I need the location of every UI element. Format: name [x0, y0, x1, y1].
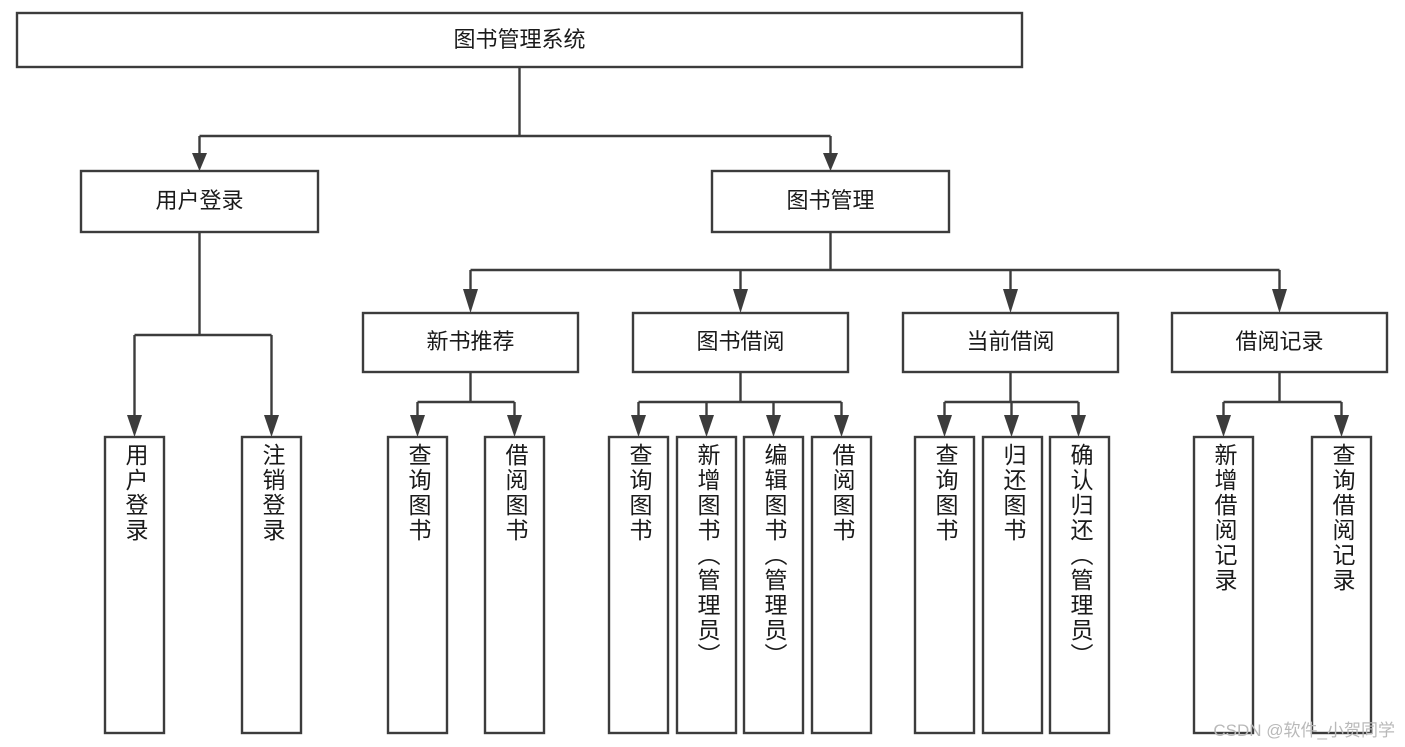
- node-book-borrow-box[interactable]: [631, 311, 850, 374]
- node-book-management-label: 图书管理: [786, 188, 874, 213]
- leaf-query-book-1-box[interactable]: [386, 435, 449, 735]
- node-current-borrow-label: 当前借阅: [966, 329, 1054, 354]
- node-root-box[interactable]: [15, 11, 1024, 69]
- leaf-add-borrow-record-label: 新增借阅记录: [1211, 443, 1237, 593]
- leaf-borrow-book-2-label: 借阅图书: [829, 443, 855, 543]
- leaf-query-book-3-box[interactable]: [913, 435, 976, 735]
- leaf-logout[interactable]: 注销登录: [240, 435, 303, 735]
- leaf-borrow-book-1-box[interactable]: [483, 435, 546, 735]
- leaf-user-login-label: 用户登录: [122, 443, 148, 543]
- node-book-borrow-label: 图书借阅: [696, 329, 784, 354]
- leaf-query-book-3-label: 查询图书: [932, 443, 958, 543]
- node-new-book-recommend-label: 新书推荐: [426, 329, 514, 354]
- leaf-edit-book-label-wrap: 编辑图书（管理员）: [761, 443, 787, 668]
- arrow-to-book-mgmt: [823, 153, 838, 171]
- leaf-edit-book[interactable]: 编辑图书（管理员）: [742, 435, 805, 735]
- node-borrow-record-label: 借阅记录: [1235, 329, 1323, 354]
- leaf-logout-label-wrap: 注销登录: [259, 443, 285, 543]
- node-user-login-box[interactable]: [79, 169, 320, 234]
- arrow-leaf-user-login: [127, 415, 142, 437]
- leaf-query-book-1-label: 查询图书: [405, 443, 431, 543]
- arrow-leaf-query-book-2: [631, 415, 646, 437]
- leaf-return-book-label-wrap: 归还图书: [1000, 443, 1026, 543]
- leaf-borrow-book-2-label-wrap: 借阅图书: [829, 443, 855, 543]
- arrow-leaf-add-record: [1216, 415, 1231, 437]
- leaf-add-book-label: 新增图书（管理员）: [694, 443, 720, 668]
- leaf-query-book-1-label-wrap: 查询图书: [405, 443, 431, 543]
- arrow-to-book-borrow: [733, 289, 748, 313]
- leaf-query-book-3[interactable]: 查询图书: [913, 435, 976, 735]
- leaf-query-borrow-record-box[interactable]: [1310, 435, 1373, 735]
- leaf-query-book-2-label: 查询图书: [626, 443, 652, 543]
- leaf-query-book-2[interactable]: 查询图书: [607, 435, 670, 735]
- leaf-add-book-label-wrap: 新增图书（管理员）: [694, 443, 720, 668]
- leaf-borrow-book-2-box[interactable]: [810, 435, 873, 735]
- leaf-confirm-return[interactable]: 确认归还（管理员）: [1048, 435, 1111, 735]
- arrow-leaf-return-book: [1004, 415, 1019, 437]
- leaf-user-login-label-wrap: 用户登录: [122, 443, 148, 543]
- leaf-logout-label: 注销登录: [259, 443, 285, 543]
- arrow-leaf-add-book: [699, 415, 714, 437]
- leaf-query-borrow-record-label-wrap: 查询借阅记录: [1329, 443, 1355, 593]
- leaf-logout-box[interactable]: [240, 435, 303, 735]
- arrow-to-current-borrow: [1003, 289, 1018, 313]
- arrow-leaf-query-book-1: [410, 415, 425, 437]
- connectors-layer: [127, 67, 1349, 437]
- node-new-book-recommend-box[interactable]: [361, 311, 580, 374]
- leaf-add-borrow-record-box[interactable]: [1192, 435, 1255, 735]
- leaf-confirm-return-label-wrap: 确认归还（管理员）: [1067, 443, 1093, 668]
- leaf-query-borrow-record-label: 查询借阅记录: [1329, 443, 1355, 593]
- leaf-query-book-3-label-wrap: 查询图书: [932, 443, 958, 543]
- leaf-return-book-box[interactable]: [981, 435, 1044, 735]
- leaf-return-book[interactable]: 归还图书: [981, 435, 1044, 735]
- leaf-confirm-return-label: 确认归还（管理员）: [1067, 443, 1093, 668]
- node-new-book-recommend[interactable]: 新书推荐: [361, 311, 580, 374]
- arrow-leaf-logout: [264, 415, 279, 437]
- leaf-add-borrow-record[interactable]: 新增借阅记录: [1192, 435, 1255, 735]
- arrow-to-new-book-rec: [463, 289, 478, 313]
- node-user-login[interactable]: 用户登录: [79, 169, 320, 234]
- leaf-query-book-2-box[interactable]: [607, 435, 670, 735]
- leaf-borrow-book-1-label: 借阅图书: [502, 443, 528, 543]
- leaf-user-login-box[interactable]: [103, 435, 166, 735]
- leaf-add-book-box[interactable]: [675, 435, 738, 735]
- arrow-to-user-login: [192, 153, 207, 171]
- node-root-label: 图书管理系统: [453, 27, 585, 52]
- arrow-leaf-borrow-book-2: [834, 415, 849, 437]
- leaf-return-book-label: 归还图书: [1000, 443, 1026, 543]
- leaf-borrow-book-1-label-wrap: 借阅图书: [502, 443, 528, 543]
- leaf-borrow-book-1[interactable]: 借阅图书: [483, 435, 546, 735]
- arrow-leaf-query-record: [1334, 415, 1349, 437]
- leaf-add-book[interactable]: 新增图书（管理员）: [675, 435, 738, 735]
- node-root[interactable]: 图书管理系统: [15, 11, 1024, 69]
- arrow-to-borrow-record: [1272, 289, 1287, 313]
- arrow-leaf-query-book-3: [937, 415, 952, 437]
- arrow-leaf-edit-book: [766, 415, 781, 437]
- leaf-add-borrow-record-label-wrap: 新增借阅记录: [1211, 443, 1237, 593]
- node-book-borrow[interactable]: 图书借阅: [631, 311, 850, 374]
- arrow-leaf-confirm-return: [1071, 415, 1086, 437]
- node-current-borrow-box[interactable]: [901, 311, 1120, 374]
- node-borrow-record-box[interactable]: [1170, 311, 1389, 374]
- leaf-query-book-1[interactable]: 查询图书: [386, 435, 449, 735]
- arrow-leaf-borrow-book-1: [507, 415, 522, 437]
- node-book-management[interactable]: 图书管理: [710, 169, 951, 234]
- node-current-borrow[interactable]: 当前借阅: [901, 311, 1120, 374]
- leaf-edit-book-box[interactable]: [742, 435, 805, 735]
- node-borrow-record[interactable]: 借阅记录: [1170, 311, 1389, 374]
- leaf-edit-book-label: 编辑图书（管理员）: [761, 443, 787, 668]
- node-book-management-box[interactable]: [710, 169, 951, 234]
- leaf-user-login[interactable]: 用户登录: [103, 435, 166, 735]
- leaf-confirm-return-box[interactable]: [1048, 435, 1111, 735]
- leaf-query-borrow-record[interactable]: 查询借阅记录: [1310, 435, 1373, 735]
- watermark-text: CSDN @软件_小贺同学: [1213, 721, 1395, 740]
- node-user-login-label: 用户登录: [155, 188, 243, 213]
- leaf-query-book-2-label-wrap: 查询图书: [626, 443, 652, 543]
- leaf-borrow-book-2[interactable]: 借阅图书: [810, 435, 873, 735]
